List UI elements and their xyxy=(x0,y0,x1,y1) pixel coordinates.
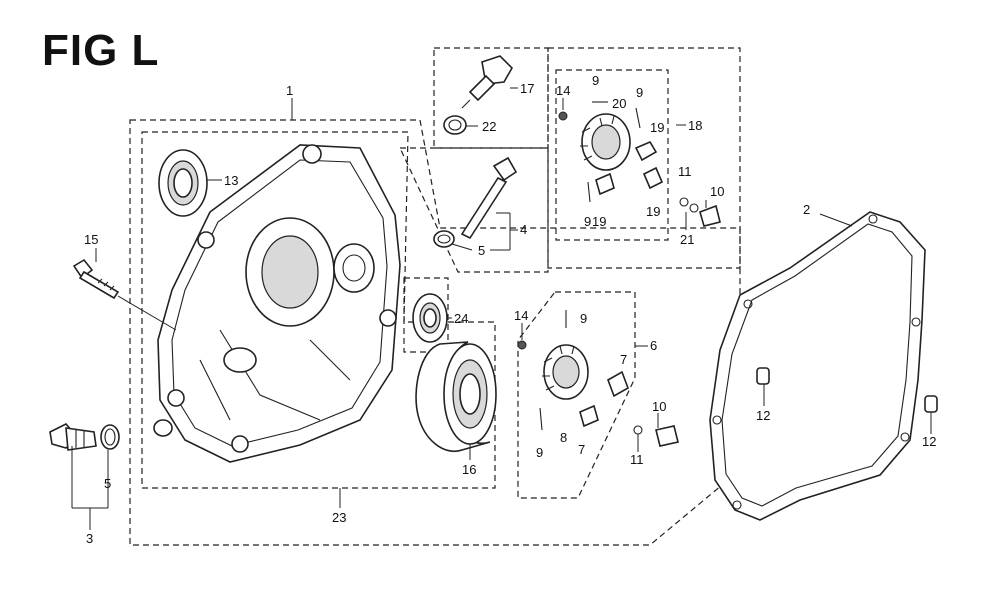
oil-level-switch-frame xyxy=(399,147,549,273)
callout-6: 6 xyxy=(650,338,657,353)
callout-19: 19 xyxy=(646,204,660,219)
callout-19: 19 xyxy=(592,214,606,229)
figure-title: FIG L xyxy=(42,26,160,75)
callout-1: 1 xyxy=(286,83,293,98)
callout-11: 11 xyxy=(630,452,644,467)
callout-16: 16 xyxy=(462,462,476,477)
crankcase-gasket xyxy=(709,211,926,521)
sensor-o-ring xyxy=(443,115,467,135)
callout-13: 13 xyxy=(224,173,238,188)
callout-4: 4 xyxy=(520,222,527,237)
callout-11: 11 xyxy=(678,164,692,179)
switch-o-ring xyxy=(433,230,455,248)
callout-20: 20 xyxy=(612,96,626,111)
governor-6-frame xyxy=(517,291,636,499)
callout-10: 10 xyxy=(710,184,724,199)
callout-15: 15 xyxy=(84,232,98,247)
small-ball-bearing xyxy=(412,293,448,343)
oil-level-sensor xyxy=(461,55,513,109)
callout-23: 23 xyxy=(332,510,346,525)
callout-18: 18 xyxy=(688,118,702,133)
oil-drain-plug xyxy=(49,423,97,451)
governor-18-inner-frame xyxy=(555,69,669,241)
oil-seal xyxy=(158,149,208,217)
group-23-frame xyxy=(141,131,496,489)
dowel-pin-left xyxy=(756,367,770,385)
dowel-pin-right xyxy=(924,395,938,413)
leader-lines xyxy=(71,87,932,530)
crankcase-cover-assembly-frame xyxy=(129,119,741,546)
callout-21: 21 xyxy=(680,232,694,247)
callout-9: 9 xyxy=(584,214,591,229)
large-ball-bearing xyxy=(415,341,497,453)
callout-7: 7 xyxy=(620,352,627,367)
callout-22: 22 xyxy=(482,119,496,134)
callout-10: 10 xyxy=(652,399,666,414)
callout-2: 2 xyxy=(803,202,810,217)
callout-14: 14 xyxy=(556,83,570,98)
callout-9: 9 xyxy=(536,445,543,460)
callout-14: 14 xyxy=(514,308,528,323)
callout-24: 24 xyxy=(454,311,468,326)
oil-level-switch xyxy=(460,156,518,240)
callout-3: 3 xyxy=(86,531,93,546)
callout-5: 5 xyxy=(478,243,485,258)
callout-12: 12 xyxy=(922,434,936,449)
governor-gear-lower xyxy=(517,310,679,447)
drain-plug-o-ring xyxy=(100,424,120,450)
governor-gear-upper xyxy=(558,101,721,227)
callout-17: 17 xyxy=(520,81,534,96)
flange-bolt xyxy=(72,258,120,300)
governor-18-frame xyxy=(547,47,741,269)
callout-9: 9 xyxy=(592,73,599,88)
callout-7: 7 xyxy=(578,442,585,457)
callout-5: 5 xyxy=(104,476,111,491)
callout-9: 9 xyxy=(580,311,587,326)
callout-8: 8 xyxy=(560,430,567,445)
callout-19: 19 xyxy=(650,120,664,135)
callout-9: 9 xyxy=(636,85,643,100)
callout-12: 12 xyxy=(756,408,770,423)
crankcase-cover xyxy=(153,144,401,463)
